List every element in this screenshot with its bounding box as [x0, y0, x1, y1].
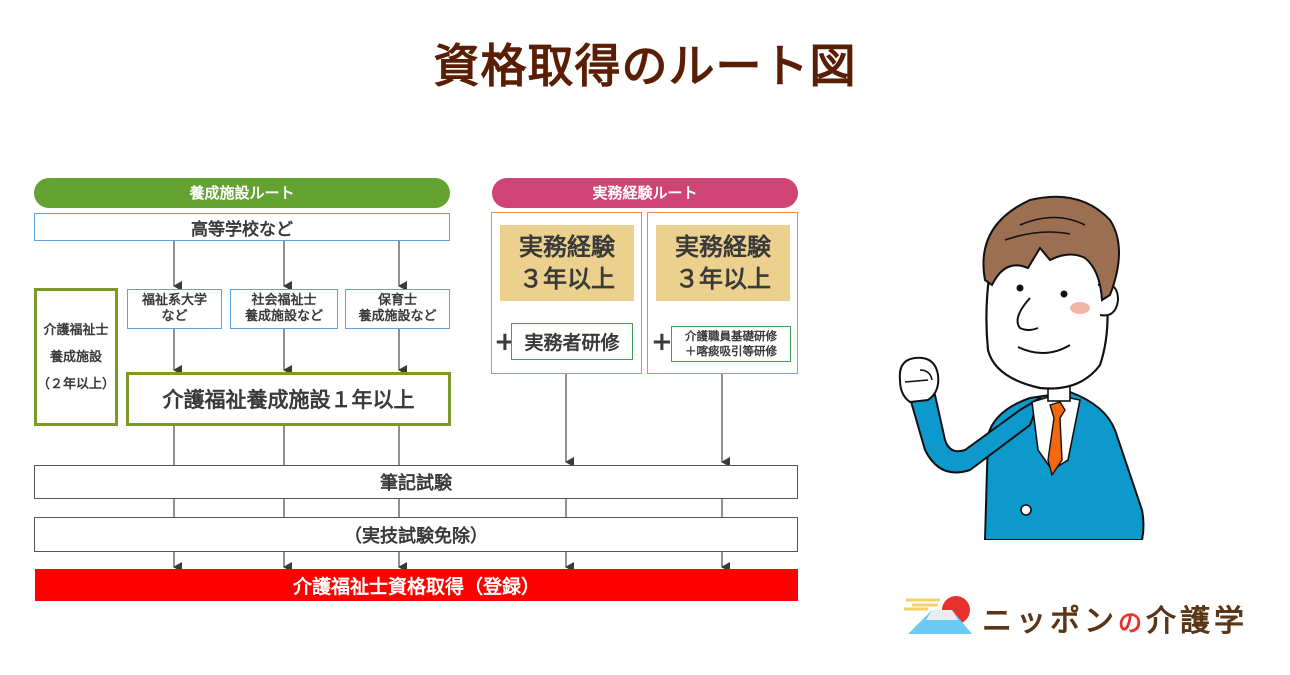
branch-box-childcare: 保育士 養成施設など: [345, 289, 450, 329]
branch-box-university: 福祉系大学 など: [127, 289, 222, 329]
logo-text-no: の: [1118, 609, 1146, 637]
high-school-box: 高等学校など: [34, 213, 450, 241]
logo-text-kaigogaku: 介護学: [1146, 604, 1248, 639]
practical-exam-exempt-box: （実技試験免除）: [34, 517, 798, 552]
experience-route-header: 実務経験ルート: [492, 178, 798, 208]
experience-years-box: 実務経験 ３年以上: [656, 225, 790, 301]
branch-line1: 社会福祉士: [251, 293, 317, 308]
branch-line1: 保育士: [377, 293, 417, 308]
two-year-line2: 養成施設: [49, 349, 102, 365]
mount-fuji-icon: [904, 596, 972, 634]
written-exam-box: 筆記試験: [34, 465, 798, 499]
plus-icon: +: [651, 327, 673, 357]
experience-years-box: 実務経験 ３年以上: [500, 225, 634, 301]
training-route-header: 養成施設ルート: [34, 178, 450, 208]
suit-button: [1020, 504, 1032, 516]
branch-line2: 養成施設など: [358, 309, 437, 324]
experience-line1: 実務経験: [675, 233, 771, 261]
raised-arm: [908, 393, 1042, 474]
experience-line2: ３年以上: [675, 265, 771, 293]
plus-icon: +: [494, 327, 516, 357]
experience-column-1: 実務経験 ３年以上 + 実務者研修: [491, 212, 642, 374]
site-logo[interactable]: ニッポンの介護学: [898, 590, 1258, 640]
one-year-facility-box: 介護福祉養成施設１年以上: [126, 372, 451, 426]
training-requirement-box: 実務者研修: [511, 323, 633, 360]
training-line2: ＋喀痰吸引等研修: [685, 344, 777, 358]
branch-box-social-worker: 社会福祉士 養成施設など: [230, 289, 338, 329]
fist-icon: [898, 356, 940, 404]
two-year-facility-box: 介護福祉士 養成施設 （２年以上）: [34, 288, 118, 426]
branch-line2: 養成施設など: [244, 309, 323, 324]
two-year-line1: 介護福祉士: [43, 322, 109, 338]
experience-column-2: 実務経験 ３年以上 + 介護職員基礎研修 ＋喀痰吸引等研修: [647, 212, 798, 374]
training-line1: 介護職員基礎研修: [685, 329, 777, 343]
experience-line2: ３年以上: [519, 265, 615, 293]
page-title: 資格取得のルート図: [433, 39, 857, 93]
cheek: [1070, 302, 1090, 314]
experience-line1: 実務経験: [519, 233, 615, 261]
necktie: [1047, 401, 1066, 477]
hair: [982, 195, 1120, 302]
logo-text-nippon: ニッポン: [982, 604, 1118, 639]
training-line1: 実務者研修: [524, 332, 620, 354]
branch-line1: 福祉系大学: [141, 293, 207, 308]
two-year-line3: （２年以上）: [37, 376, 116, 392]
qualification-result-bar: 介護福祉士資格取得（登録）: [35, 569, 798, 601]
branch-line2: など: [161, 309, 188, 324]
training-requirement-box: 介護職員基礎研修 ＋喀痰吸引等研修: [671, 326, 791, 362]
businessman-illustration: [898, 195, 1145, 540]
